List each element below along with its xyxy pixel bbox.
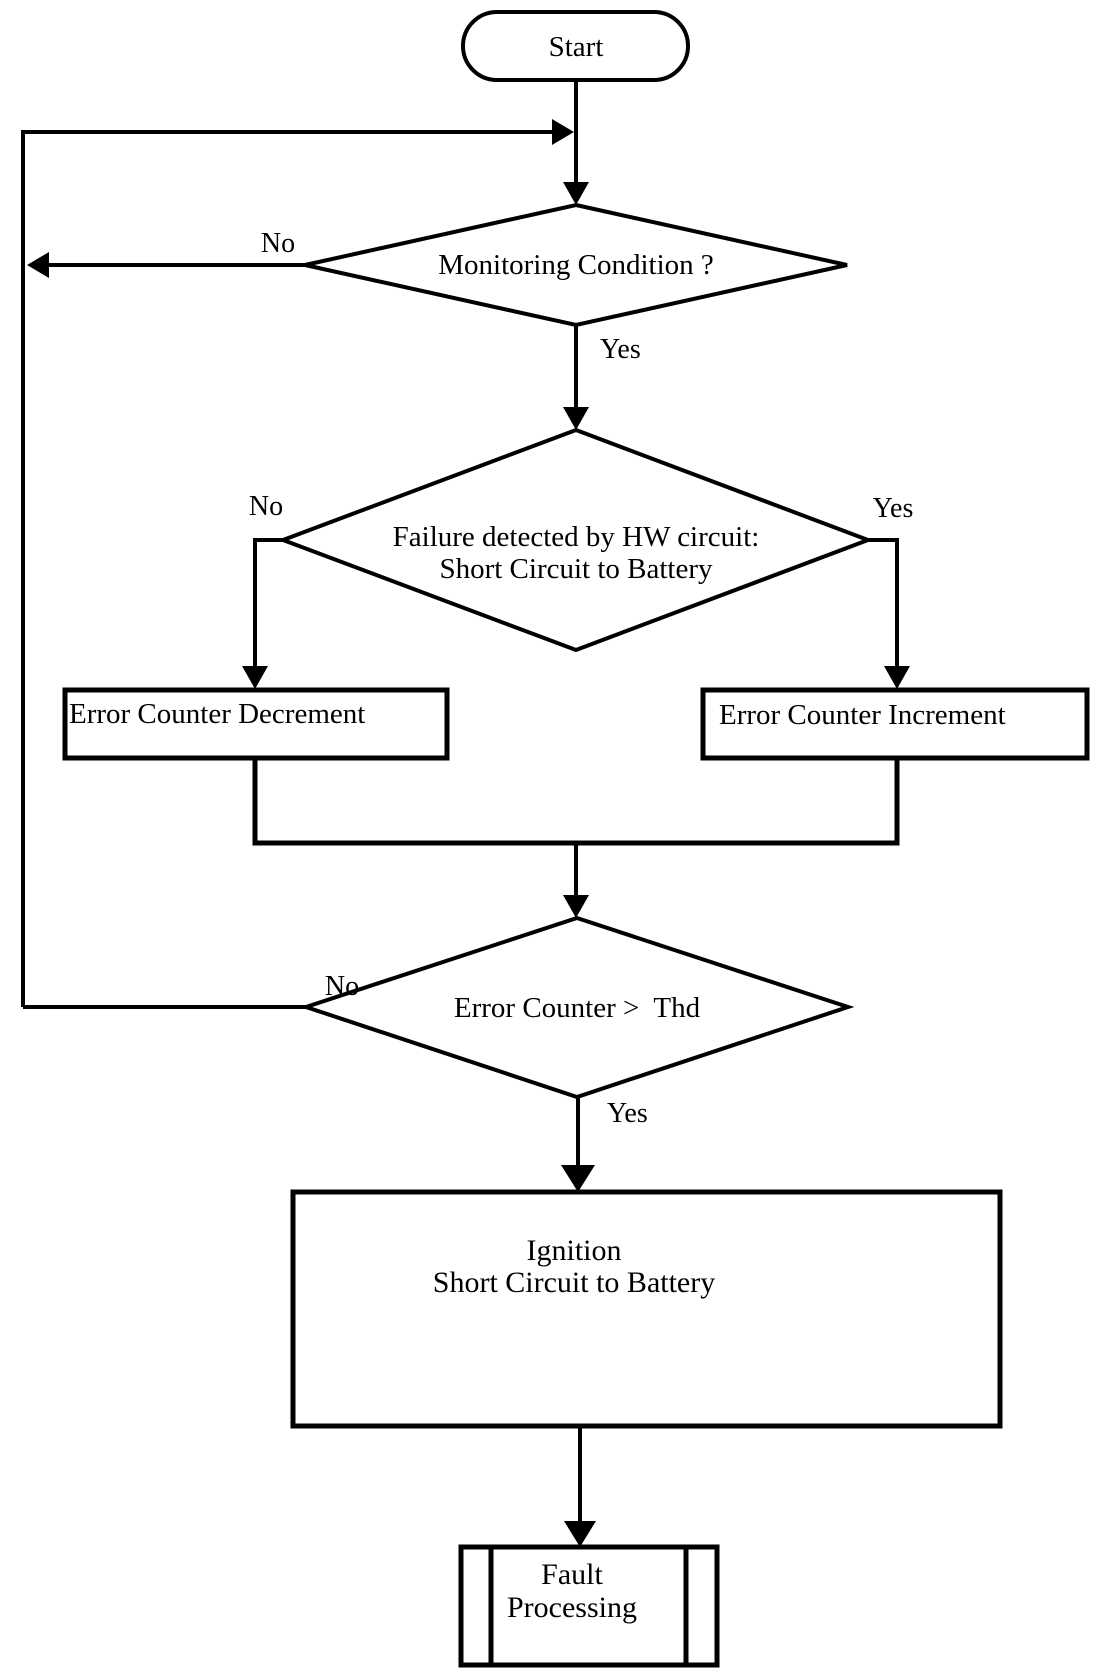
loop-rail: [21, 130, 556, 1007]
label-threshold-yes: Yes: [607, 1098, 648, 1129]
label-failure-no: No: [249, 491, 283, 522]
merge-connector: [252, 758, 900, 846]
increment-process-label: Error Counter Increment: [719, 699, 1006, 731]
arrowhead-into-monitoring-icon: [563, 182, 589, 205]
arrowhead-into-fault-icon: [564, 1521, 596, 1547]
arrowhead-loop-into-spine-icon: [552, 119, 574, 145]
ignition-process-label-line2: Short Circuit to Battery: [433, 1266, 715, 1299]
edge-failure-yes: [868, 538, 899, 679]
label-monitoring-yes: Yes: [600, 334, 641, 365]
label-monitoring-no: No: [261, 228, 295, 259]
failure-decision-label-line1: Failure detected by HW circuit:: [393, 521, 760, 553]
threshold-decision-label: Error Counter > Thd: [454, 992, 701, 1024]
fault-process-label-line2: Processing: [507, 1591, 637, 1624]
arrowhead-into-threshold-icon: [563, 895, 589, 918]
failure-decision-label-line2: Short Circuit to Battery: [439, 553, 713, 585]
arrowhead-into-decrement-icon: [242, 666, 268, 689]
arrowhead-into-failure-icon: [563, 407, 589, 430]
start-label: Start: [549, 31, 604, 63]
fault-process-node: [458, 1544, 720, 1668]
edge-failure-no: [253, 538, 283, 679]
label-threshold-no: No: [325, 971, 359, 1002]
monitoring-decision-label: Monitoring Condition ?: [438, 249, 714, 281]
decrement-process-label: Error Counter Decrement: [69, 698, 365, 730]
arrowhead-into-increment-icon: [884, 666, 910, 689]
decrement-process-node: [62, 687, 450, 761]
label-failure-yes: Yes: [873, 493, 914, 524]
arrowhead-monitoring-no-icon: [27, 252, 49, 278]
ignition-process-node: [290, 1189, 1003, 1429]
ignition-process-label-line1: Ignition: [527, 1234, 622, 1267]
fault-process-label-line1: Fault: [541, 1558, 603, 1591]
failure-decision-node: [277, 427, 874, 653]
arrowhead-into-ignition-icon: [561, 1165, 595, 1192]
